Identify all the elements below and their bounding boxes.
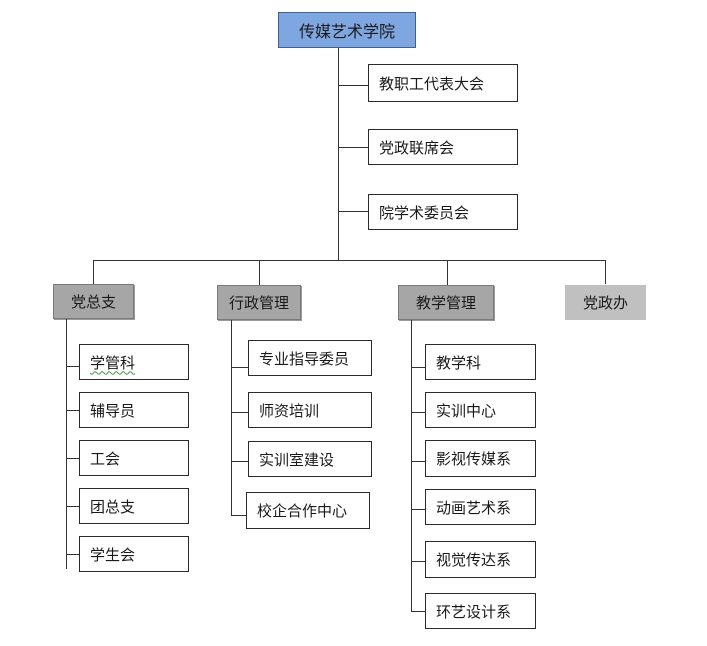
- committee-node: 党政联席会: [368, 129, 518, 165]
- connector-branch: [411, 461, 425, 462]
- connector-branch: [66, 554, 79, 555]
- committee-node: 教职工代表大会: [368, 64, 518, 102]
- unit-node: 工会: [79, 440, 189, 476]
- department-header: 教学管理: [398, 285, 494, 320]
- unit-node: 校企合作中心: [246, 492, 370, 529]
- connector-branch: [231, 461, 248, 462]
- connector-drop-1: [93, 260, 94, 284]
- connector-drop-2: [259, 260, 260, 285]
- unit-label: 学管科: [90, 353, 136, 372]
- department-header: 党政办: [565, 285, 646, 320]
- connector-branch: [411, 611, 425, 612]
- connector-department-bus: [93, 260, 606, 261]
- connector-branch: [231, 412, 248, 413]
- connector-branch: [66, 410, 79, 411]
- connector-committee-3: [338, 211, 368, 212]
- org-root-node: 传媒艺术学院: [278, 12, 416, 48]
- connector-branch: [411, 509, 425, 510]
- connector-column-1-spine: [66, 319, 67, 569]
- unit-node: 动画艺术系: [425, 489, 536, 525]
- unit-node: 实训室建设: [248, 441, 372, 477]
- connector-root-spine: [338, 48, 339, 260]
- connector-branch: [66, 458, 79, 459]
- unit-node: 视觉传达系: [425, 541, 536, 578]
- connector-branch: [411, 367, 425, 368]
- connector-branch: [411, 412, 425, 413]
- connector-committee-1: [338, 85, 368, 86]
- unit-node: 教学科: [425, 344, 536, 380]
- connector-branch: [411, 561, 425, 562]
- unit-node: 实训中心: [425, 392, 536, 428]
- connector-drop-3: [447, 260, 448, 285]
- department-header: 行政管理: [217, 285, 301, 320]
- unit-node: 影视传媒系: [425, 440, 536, 477]
- unit-node: 学管科: [79, 344, 189, 380]
- connector-drop-4: [605, 260, 606, 284]
- unit-node: 学生会: [79, 536, 189, 572]
- unit-node: 环艺设计系: [425, 593, 536, 629]
- unit-node: 团总支: [79, 488, 189, 524]
- connector-branch: [231, 515, 246, 516]
- connector-column-2-spine: [231, 320, 232, 516]
- connector-branch: [66, 366, 79, 367]
- committee-node: 院学术委员会: [368, 194, 518, 230]
- unit-node: 专业指导委员: [248, 340, 372, 376]
- unit-node: 辅导员: [79, 392, 189, 428]
- connector-column-3-spine: [411, 320, 412, 612]
- connector-branch: [66, 506, 79, 507]
- connector-branch: [231, 367, 248, 368]
- unit-node: 师资培训: [248, 392, 372, 428]
- connector-committee-2: [338, 147, 368, 148]
- department-header: 党总支: [53, 284, 134, 319]
